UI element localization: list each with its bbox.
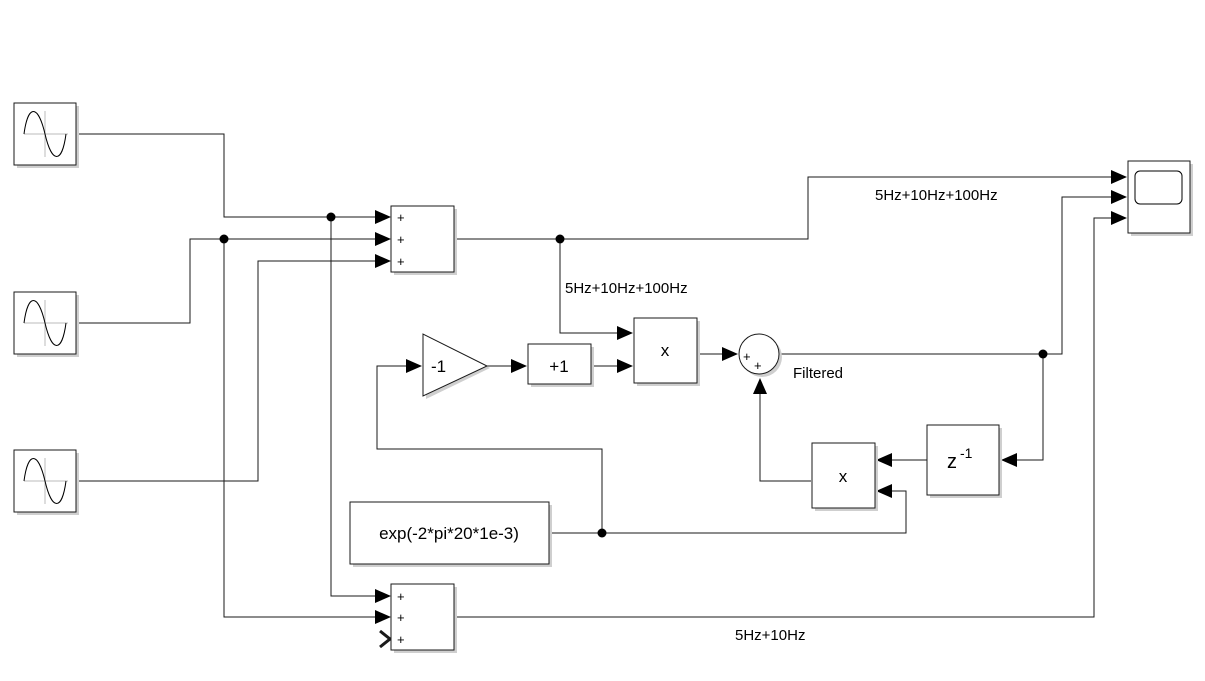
branch-point [219,234,229,244]
constant-expression: exp(-2*pi*20*1e-3) [379,524,519,543]
arrowhead [1001,453,1017,467]
branch-point [555,234,565,244]
wire-product2-to-roundsum [759,393,811,482]
sum-port-sign: + [397,589,405,604]
wire-sum1-to-scope [455,176,1112,240]
arrowhead [375,610,391,624]
wire-constant-to-gain [376,365,603,533]
sum-block-2[interactable]: + + + [390,583,457,653]
sum-port-sign: + [397,210,405,225]
sum-block-1[interactable]: + + + [390,205,457,275]
arrowhead [375,254,391,268]
wire-filtered-to-scope [781,196,1112,355]
arrowhead [753,378,767,394]
round-sum-block[interactable]: + + [738,333,782,377]
arrowhead-unconnected [379,629,393,649]
sine-wave-icon [23,458,68,504]
branch-point [597,528,607,538]
product-symbol: x [839,467,848,486]
round-sum-port-sign: + [743,349,751,364]
scope-block[interactable] [1127,160,1193,236]
gain-value: -1 [431,357,446,376]
arrowhead [722,347,738,361]
sine-wave-source-2[interactable] [13,291,79,357]
signal-wires [77,133,1112,618]
scope-screen-icon [1134,170,1183,205]
arrowhead [876,484,892,498]
wire-filtered-to-delay [1016,354,1044,461]
arrowhead [375,232,391,246]
arrowhead [511,359,527,373]
product-symbol: x [661,341,670,360]
arrowhead [406,359,422,373]
bias-block[interactable]: +1 [527,343,594,387]
delay-exponent: -1 [960,445,973,461]
signal-label-low-sum: 5Hz+10Hz [735,627,805,644]
arrowheads [375,170,1127,649]
round-sum-port-sign: + [754,358,762,373]
wire-sum2-to-scope [455,217,1112,618]
product-block-1[interactable]: x [633,317,700,386]
signal-label-sum-output: 5Hz+10Hz+100Hz [565,280,688,297]
sine-wave-icon [23,111,68,157]
arrowhead [617,326,633,340]
wire-sine1-to-sum1 [77,133,378,218]
gain-block[interactable]: -1 [422,333,490,399]
wire-sum1-to-product1 [559,239,618,334]
branch-point [326,212,336,222]
sine-wave-source-3[interactable] [13,449,79,515]
arrowhead [1111,170,1127,184]
unit-delay-block[interactable]: z -1 [926,424,1002,498]
sine-wave-source-1[interactable] [13,102,79,168]
constant-block[interactable]: exp(-2*pi*20*1e-3) [349,501,552,567]
arrowhead [876,453,892,467]
signal-label-scope-input: 5Hz+10Hz+100Hz [875,187,998,204]
sum-port-sign: + [397,632,405,647]
arrowhead [375,589,391,603]
arrowhead [375,210,391,224]
signal-label-filtered: Filtered [793,365,843,382]
sum-port-sign: + [397,232,405,247]
sum-port-sign: + [397,254,405,269]
branch-point [1038,349,1048,359]
arrowhead [1111,211,1127,225]
wire-sine2-branch-to-sum2 [223,239,378,618]
wire-sine3-to-sum1 [77,260,378,482]
product-block-2[interactable]: x [811,442,878,511]
delay-operator: z [947,451,957,473]
bias-value: +1 [549,357,568,376]
sine-wave-icon [23,300,68,346]
wire-sine1-branch-to-sum2 [330,217,378,597]
sum-port-sign: + [397,610,405,625]
arrowhead [617,359,633,373]
wire-sine2-to-sum1 [77,238,378,324]
arrowhead [1111,190,1127,204]
branch-points [219,212,1048,538]
wire-constant-to-product2 [550,490,907,534]
